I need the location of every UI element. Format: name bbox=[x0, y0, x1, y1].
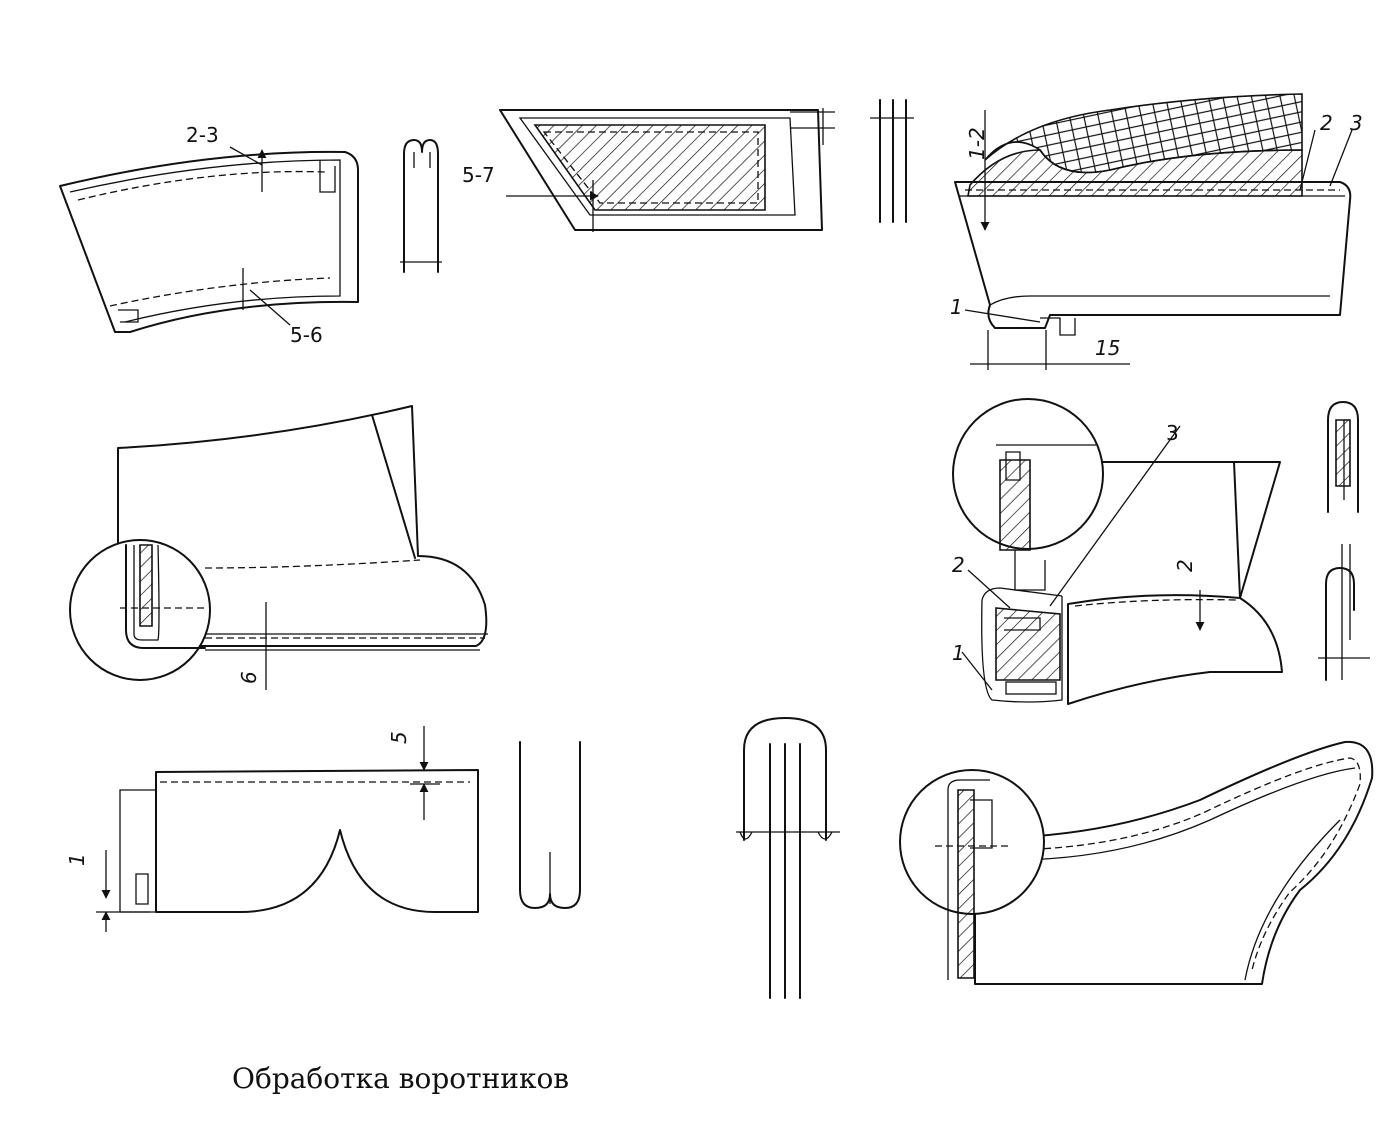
figure-collar-lobes: 5 1 bbox=[65, 726, 479, 932]
seam-profile-a bbox=[400, 139, 442, 273]
label-e-2-left: 2 bbox=[952, 553, 965, 577]
label-c-2: 2 bbox=[1320, 111, 1333, 135]
label-e-1: 1 bbox=[952, 641, 965, 665]
label-c-3: 3 bbox=[1350, 111, 1363, 135]
label-f-1: 1 bbox=[65, 853, 89, 866]
figure-collar-interlining: 5-7 bbox=[462, 108, 835, 232]
label-c-1: 1 bbox=[950, 295, 963, 319]
figure-collar-edge-seam: 2-3 5-6 bbox=[59, 123, 359, 347]
seam-profile-g bbox=[736, 717, 840, 999]
seam-profile-f bbox=[519, 741, 581, 909]
figure-collar-layers: 3 2 1 2 bbox=[952, 398, 1283, 705]
figure-collar-rounded: 6 bbox=[69, 405, 488, 690]
label-1-2: 1-2 bbox=[965, 127, 989, 160]
seam-profile-e bbox=[1318, 401, 1370, 681]
seam-profile-b bbox=[870, 99, 914, 223]
label-5-7: 5-7 bbox=[462, 163, 495, 187]
label-f-5: 5 bbox=[387, 731, 411, 744]
figure-collar-mesh: 1-2 2 3 1 15 bbox=[950, 93, 1363, 370]
label-5-6: 5-6 bbox=[290, 323, 323, 347]
label-e-3: 3 bbox=[1166, 421, 1179, 445]
label-e-dim-2: 2 bbox=[1173, 559, 1197, 572]
label-2-3: 2-3 bbox=[186, 123, 219, 147]
label-c-15: 15 bbox=[1095, 336, 1120, 360]
label-d-6: 6 bbox=[237, 671, 261, 684]
caption: Обработка воротников bbox=[232, 1062, 569, 1095]
figure-shawl-collar bbox=[899, 740, 1374, 985]
